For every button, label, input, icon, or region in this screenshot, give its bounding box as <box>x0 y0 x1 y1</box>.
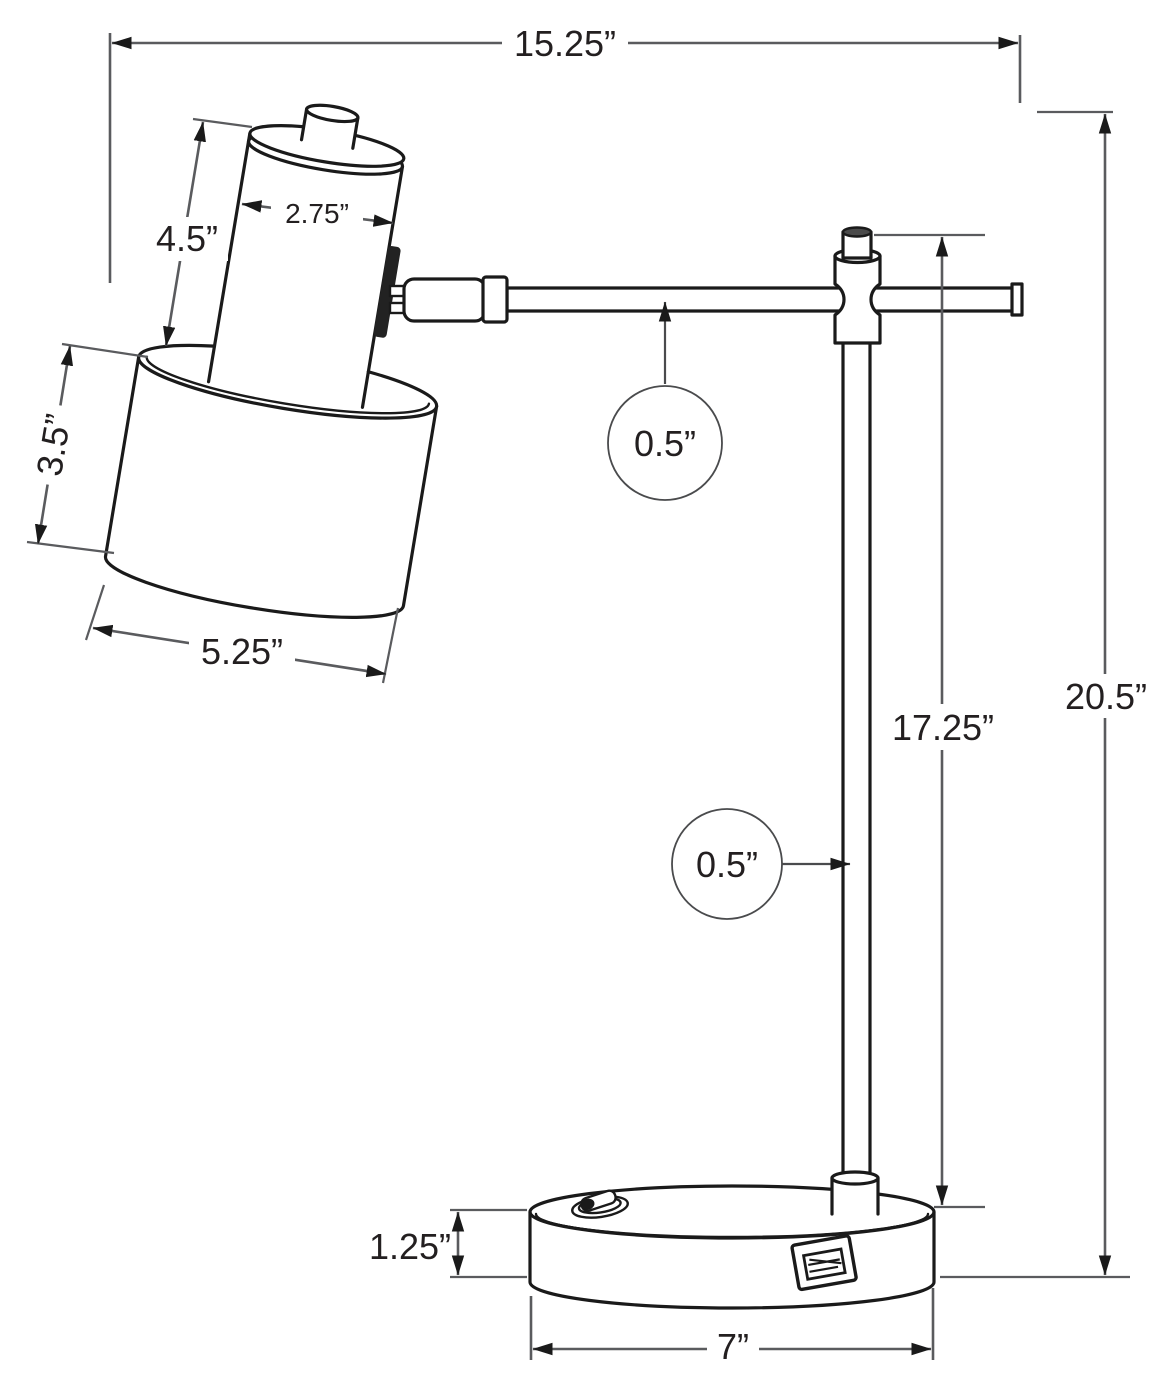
shade-front-wall <box>103 355 439 619</box>
dim-shade-height: 3.5” <box>25 342 149 555</box>
label-backdrop <box>148 217 228 261</box>
dim-base-diameter: 7” <box>529 1288 935 1368</box>
head-knob-top <box>304 103 360 124</box>
shade-back-rim-right <box>366 370 439 409</box>
usb-socket-tab <box>808 1258 842 1273</box>
usb-port[interactable] <box>790 1234 858 1292</box>
dim-base-height: 1.25” <box>369 1208 527 1279</box>
head-left-edge <box>206 132 252 384</box>
label-backdrop <box>271 196 363 230</box>
shade-inner-rim <box>145 355 431 415</box>
power-switch[interactable] <box>570 1187 629 1220</box>
tick-bottom <box>26 540 115 555</box>
connector-body <box>833 254 882 345</box>
label-backdrop <box>884 704 1002 750</box>
tick-left <box>84 584 106 641</box>
tick-top <box>192 117 253 129</box>
dim-label-overall-width: 15.25” <box>514 23 616 64</box>
dim-label-shade-diameter: 5.25” <box>201 631 283 672</box>
dim-shade-diameter: 5.25” <box>84 584 400 684</box>
tick-right <box>381 607 400 684</box>
label-backdrop <box>502 22 628 64</box>
dim-head-diameter: 2.75” <box>241 196 394 230</box>
lamp-pole <box>841 339 872 1182</box>
lamp-arm <box>505 282 1024 317</box>
hinge-cap <box>481 275 509 324</box>
dim-label-head-height: 4.5” <box>156 218 218 259</box>
dim-pole-height: 17.25” <box>874 233 1002 1209</box>
tick-top <box>61 342 149 359</box>
label-backdrop <box>707 1326 759 1368</box>
head-hinge <box>388 275 509 324</box>
callout-circle <box>671 808 783 920</box>
switch-lever-tip <box>580 1198 595 1210</box>
dim-label-arm-diameter: 0.5” <box>634 423 696 464</box>
head-bracket <box>373 246 401 338</box>
hinge-barrel <box>402 277 487 323</box>
arm-end-cap <box>1010 282 1024 317</box>
lamp-base <box>528 1170 936 1310</box>
dim-label-pole-height: 17.25” <box>892 707 994 748</box>
pole-collar-top <box>830 1170 880 1186</box>
dim-label-base-height: 1.25” <box>369 1226 451 1267</box>
dim-label-shade-height: 3.5” <box>28 411 79 479</box>
dim-label-pole-diameter: 0.5” <box>696 844 758 885</box>
pole-collar-sides <box>830 1176 880 1216</box>
dim-overall-width: 15.25” <box>108 22 1022 283</box>
dim-label-overall-height: 20.5” <box>1065 676 1147 717</box>
dim-label-base-diameter: 7” <box>717 1326 749 1367</box>
callout-arm-diameter: 0.5” <box>607 301 723 501</box>
dim-head-height: 4.5” <box>148 117 253 347</box>
callout-circle <box>607 385 723 501</box>
label-backdrop <box>189 629 295 673</box>
lamp-head-assembly <box>103 103 439 619</box>
dim-label-head-diameter: 2.75” <box>285 198 349 229</box>
head-knob-sides <box>299 107 360 150</box>
arm-tube <box>505 286 1016 313</box>
dim-overall-height: 20.5” <box>940 110 1158 1279</box>
callout-pole-diameter: 0.5” <box>671 808 851 920</box>
arm-pole-connector <box>833 226 882 345</box>
label-backdrop <box>1054 674 1158 718</box>
connector-knob-top <box>841 226 873 238</box>
label-backdrop <box>25 401 83 489</box>
